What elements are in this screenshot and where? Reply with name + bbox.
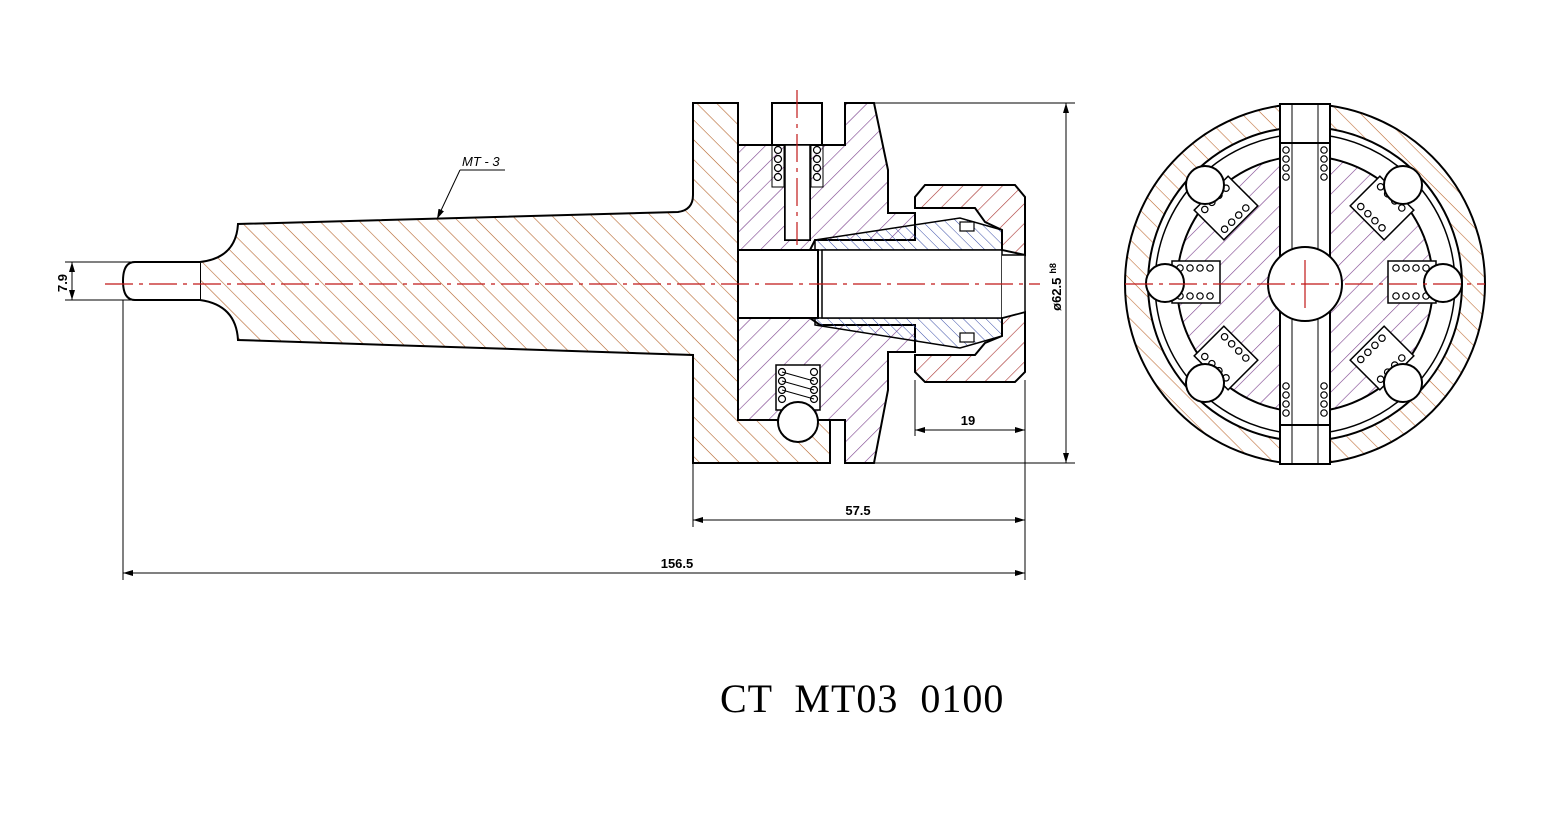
dim-nut-length: 19 [914, 380, 1026, 436]
shank-tip [121, 261, 200, 301]
body-upper [737, 102, 916, 251]
part-code: CT MT03 0100 [720, 676, 1004, 721]
dim-diameter-tolerance: h8 [1048, 263, 1058, 274]
detent-ball-lower-left [1185, 363, 1225, 403]
spring-top-left [771, 144, 785, 188]
dim-shank-tip-text: 7.9 [55, 274, 70, 292]
detent-ball-bottom [777, 401, 819, 443]
end-view [1124, 103, 1486, 465]
dim-diameter-value: ø62.5 [1049, 278, 1064, 311]
dim-diameter-text: ø62.5 h8 [1048, 263, 1064, 311]
nut-upper [914, 184, 1026, 257]
dim-head-length: 57.5 [692, 436, 1026, 580]
detent-ball-lower-right [1383, 363, 1423, 403]
taper-callout: MT - 3 [436, 154, 505, 220]
detent-ball-right [1423, 263, 1463, 303]
section-view: 7.9 MT - 3 ø62.5 h8 19 57.5 [55, 90, 1075, 580]
slot-springs-top [1282, 146, 1328, 181]
dim-shank-tip: 7.9 [55, 261, 135, 301]
detent-ball-upper-right [1383, 165, 1423, 205]
collet-slot-top [959, 221, 975, 232]
dim-overall-length: 156.5 [122, 300, 1025, 580]
detent-ball-upper-left [1185, 165, 1225, 205]
collet-slot-bottom [959, 332, 975, 343]
dim-head-length-text: 57.5 [845, 503, 870, 518]
spring-top-right [810, 144, 824, 188]
taper-shank [199, 102, 831, 464]
taper-label: MT - 3 [462, 154, 500, 169]
detent-ball-left [1145, 263, 1185, 303]
dim-diameter: ø62.5 h8 [874, 102, 1075, 464]
nut-opening [1001, 254, 1026, 319]
dim-overall-length-text: 156.5 [661, 556, 694, 571]
slot-springs-bottom [1282, 382, 1328, 417]
dim-nut-length-text: 19 [961, 413, 975, 428]
